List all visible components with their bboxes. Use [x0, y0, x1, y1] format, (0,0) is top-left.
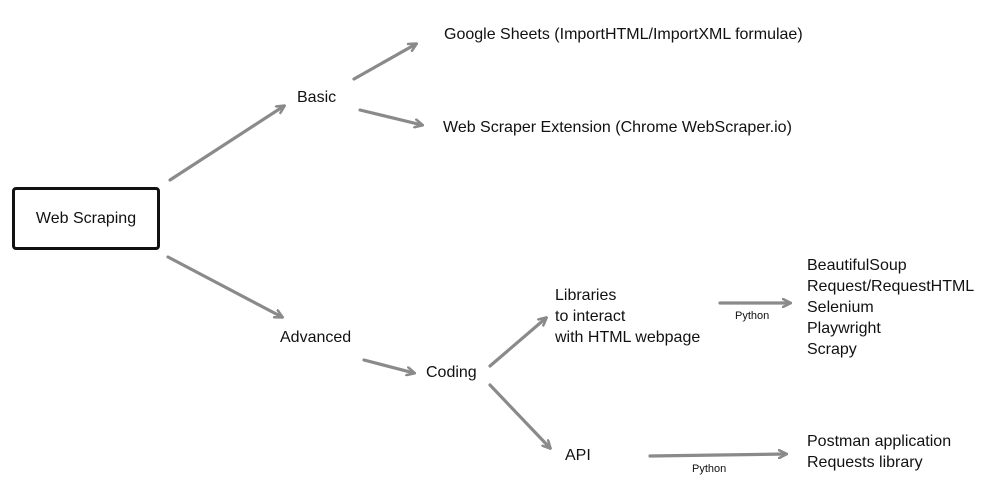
library-item-beautifulsoup: BeautifulSoup — [807, 257, 907, 274]
arrow-root-to-advanced — [166, 255, 282, 317]
arrow-root-to-basic — [168, 106, 284, 182]
basic-node: Basic — [297, 89, 337, 106]
libraries-node: Libraries to interact with HTML webpage — [555, 285, 700, 348]
arrow-coding-to-api — [488, 383, 550, 448]
advanced-node: Advanced — [280, 329, 352, 346]
api-item-requests-library: Requests library — [807, 454, 923, 471]
libraries-line-2: to interact — [555, 308, 626, 325]
libraries-line-1: Libraries — [555, 287, 617, 304]
arrow-coding-to-libraries — [488, 318, 546, 368]
api-item-postman: Postman application — [807, 433, 952, 450]
library-item-scrapy: Scrapy — [807, 341, 857, 358]
arrow-advanced-to-coding — [362, 358, 414, 373]
api-edge-label: Python — [692, 463, 727, 475]
google-sheets-node: Google Sheets (ImportHTML/ImportXML form… — [444, 26, 803, 43]
arrow-basic-to-web-scraper-extension — [358, 108, 422, 125]
api-node: API — [565, 447, 591, 464]
library-item-playwright: Playwright — [807, 320, 881, 337]
arrow-basic-to-google-sheets — [352, 44, 416, 81]
api-tools-list: Postman application Requests library — [807, 431, 951, 473]
library-item-request-requesthtml: Request/RequestHTML — [807, 278, 975, 295]
root-node-label: Web Scraping — [35, 209, 137, 227]
coding-node: Coding — [426, 364, 477, 381]
libraries-edge-label: Python — [735, 310, 770, 322]
library-item-selenium: Selenium — [807, 299, 874, 316]
python-libraries-list: BeautifulSoup Request/RequestHTML Seleni… — [807, 255, 974, 360]
libraries-line-3: with HTML webpage — [555, 329, 701, 346]
root-node-box: Web Scraping — [12, 187, 160, 250]
arrow-api-to-tools — [648, 454, 786, 456]
web-scraper-extension-node: Web Scraper Extension (Chrome WebScraper… — [443, 119, 792, 136]
